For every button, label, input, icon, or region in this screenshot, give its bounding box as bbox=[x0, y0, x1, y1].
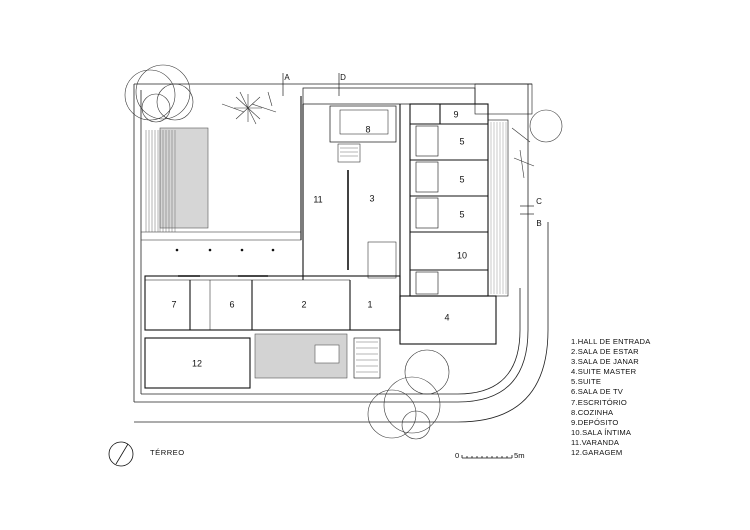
legend-item: 5.SUITE bbox=[571, 377, 602, 387]
room-label-7: 7 bbox=[171, 299, 176, 309]
room-label-2: 2 bbox=[301, 299, 306, 309]
room-label-11: 11 bbox=[313, 194, 322, 204]
legend-item: 4.SUITE MASTER bbox=[571, 367, 637, 377]
doors bbox=[178, 170, 349, 277]
room-label-12: 12 bbox=[192, 358, 202, 368]
room-label-4: 4 bbox=[444, 312, 449, 322]
room-label-5b: 5 bbox=[459, 174, 464, 184]
legend-item: 10.SALA ÍNTIMA bbox=[571, 427, 632, 437]
shrub bbox=[221, 91, 277, 125]
room-label-5c: 5 bbox=[459, 209, 464, 219]
room-legend: 1.HALL DE ENTRADA 2.SALA DE ESTAR 3.SALA… bbox=[571, 337, 651, 458]
legend-item: 11.VARANDA bbox=[571, 437, 620, 447]
scale-end-label: 5m bbox=[514, 451, 525, 460]
pool-deck bbox=[140, 127, 302, 241]
columns bbox=[175, 248, 275, 252]
legend-item: 8.COZINHA bbox=[571, 407, 614, 417]
legend-item: 3.SALA DE JANAR bbox=[571, 357, 639, 367]
north-arrow-icon bbox=[108, 441, 134, 467]
legend-item: 9.DEPÓSITO bbox=[571, 417, 619, 427]
room-label-1: 1 bbox=[367, 299, 372, 309]
section-markers bbox=[282, 73, 534, 215]
legend-item: 6.SALA DE TV bbox=[571, 387, 624, 397]
legend-item: 1.HALL DE ENTRADA bbox=[571, 337, 651, 346]
section-label-b: B bbox=[536, 219, 541, 228]
section-label-a: A bbox=[284, 73, 290, 82]
floor-title: TÉRREO bbox=[150, 448, 185, 457]
legend-item: 7.ESCRITÓRIO bbox=[571, 397, 627, 407]
deck-slats bbox=[490, 122, 507, 294]
trees bbox=[124, 64, 563, 440]
section-label-c: C bbox=[536, 197, 542, 206]
room-label-8: 8 bbox=[365, 124, 370, 134]
room-label-9: 9 bbox=[453, 109, 458, 119]
legend-item: 2.SALA DE ESTAR bbox=[571, 347, 639, 357]
scale-bar bbox=[461, 455, 513, 459]
stair-treads bbox=[340, 147, 378, 373]
room-label-6: 6 bbox=[229, 299, 234, 309]
room-label-3: 3 bbox=[369, 193, 374, 203]
section-label-d: D bbox=[340, 73, 346, 82]
building-walls bbox=[144, 83, 533, 389]
room-label-10: 10 bbox=[457, 250, 467, 260]
shrub-right bbox=[511, 127, 535, 179]
legend-item: 12.GARAGEM bbox=[571, 448, 623, 458]
site-boundary bbox=[133, 83, 549, 423]
room-label-5a: 5 bbox=[459, 136, 464, 146]
scale-start-label: 0 bbox=[455, 451, 460, 460]
